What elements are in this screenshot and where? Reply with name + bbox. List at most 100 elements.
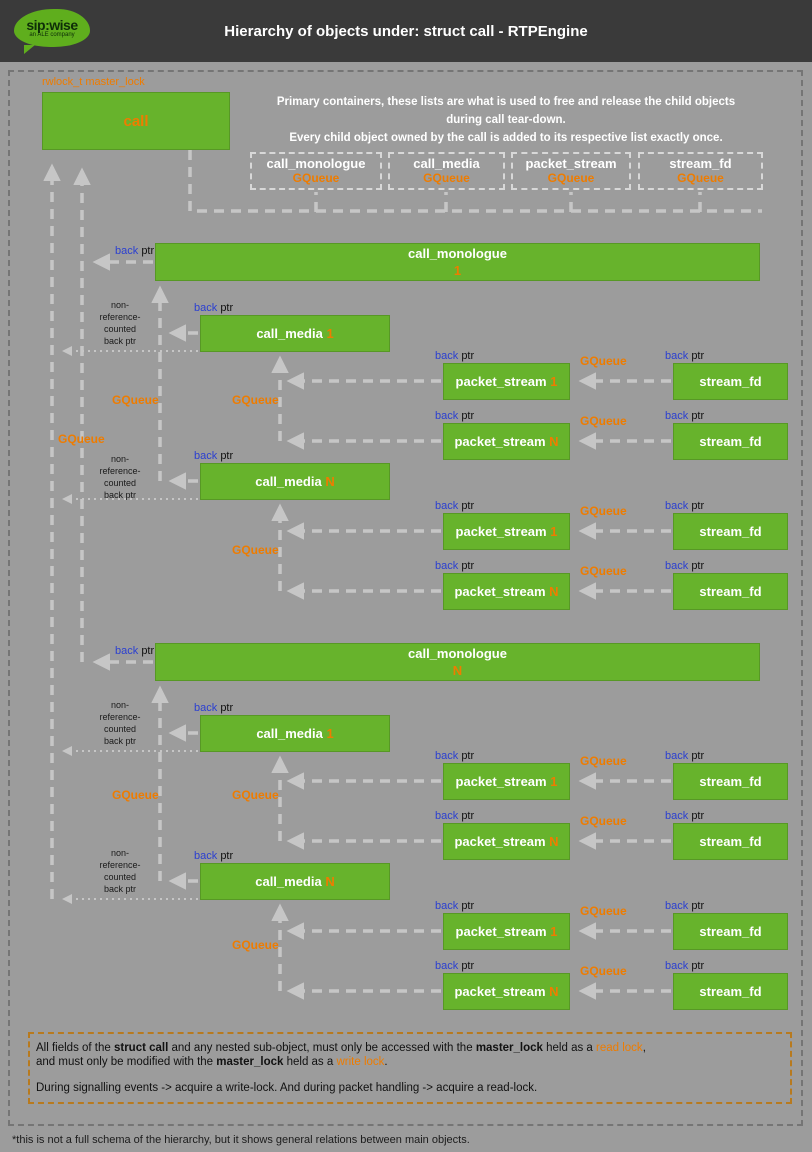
node-name: packet_stream	[454, 584, 546, 599]
gqueue-label: GQueue	[580, 504, 627, 518]
node-name: packet_stream	[455, 374, 547, 389]
container-call-media: call_media GQueue	[388, 152, 505, 190]
node-index: 1	[326, 326, 334, 341]
container-name: stream_fd	[669, 156, 732, 171]
node-index: N	[549, 834, 559, 849]
node-stream-fd: stream_fd	[673, 763, 788, 800]
back-ptr-label: back ptr	[665, 410, 705, 422]
container-name: call_monologue	[266, 156, 366, 171]
gqueue-label: GQueue	[580, 964, 627, 978]
logo-brand-text: sip:wise	[26, 16, 78, 33]
node-packet-stream-n: packet_stream N	[443, 823, 570, 860]
gqueue-label: GQueue	[580, 564, 627, 578]
logo-tagline: an ALE company	[29, 31, 75, 38]
node-index: N	[549, 584, 559, 599]
node-call-media-n: call_media N	[200, 463, 390, 500]
node-name: call_monologue	[408, 246, 507, 261]
node-index: 1	[550, 524, 558, 539]
back-ptr-label: back ptr	[435, 750, 475, 762]
node-packet-stream-1: packet_stream 1	[443, 513, 570, 550]
gqueue-label: GQueue	[580, 414, 627, 428]
node-call-monologue-n: call_monologue N	[155, 643, 760, 681]
gqueue-label: GQueue	[232, 938, 279, 952]
back-ptr-label: back ptr	[665, 750, 705, 762]
node-name: packet_stream	[455, 524, 547, 539]
node-index: 1	[550, 374, 558, 389]
node-index: N	[325, 874, 335, 889]
node-name: packet_stream	[455, 774, 547, 789]
footnote-caption: *this is not a full schema of the hierar…	[12, 1134, 470, 1146]
node-index: N	[325, 474, 335, 489]
logo-bubble-shape: sip:wise an ALE company	[14, 9, 90, 47]
gqueue-label: GQueue	[580, 904, 627, 918]
node-index: 1	[550, 924, 558, 939]
gqueue-label: GQueue	[232, 543, 279, 557]
node-name: call_media	[255, 474, 322, 489]
node-packet-stream-n: packet_stream N	[443, 423, 570, 460]
node-name: packet_stream	[454, 834, 546, 849]
sipwise-logo: sip:wise an ALE company	[14, 7, 98, 57]
container-packet-stream: packet_stream GQueue	[511, 152, 631, 190]
gqueue-label: GQueue	[232, 393, 279, 407]
node-call-media-1: call_media 1	[200, 315, 390, 352]
node-name: packet_stream	[454, 984, 546, 999]
node-name: call_monologue	[408, 646, 507, 661]
back-ptr-label: back ptr	[435, 960, 475, 972]
container-type: GQueue	[423, 171, 470, 185]
node-index: N	[452, 663, 463, 678]
node-call-monologue-1: call_monologue 1	[155, 243, 760, 281]
page-title: Hierarchy of objects under: struct call …	[224, 23, 588, 40]
locking-note-line-1: All fields of the struct call and any ne…	[36, 1042, 646, 1054]
back-ptr-label: back ptr	[115, 245, 155, 257]
node-call-media-1: call_media 1	[200, 715, 390, 752]
node-name: packet_stream	[455, 924, 547, 939]
gqueue-label: GQueue	[580, 814, 627, 828]
container-name: call_media	[413, 156, 480, 171]
intro-line-1: Primary containers, these lists are what…	[276, 96, 736, 108]
back-ptr-label: back ptr	[665, 810, 705, 822]
locking-note: All fields of the struct call and any ne…	[28, 1032, 792, 1104]
back-ptr-label: back ptr	[665, 350, 705, 362]
node-packet-stream-n: packet_stream N	[443, 973, 570, 1010]
back-ptr-label: back ptr	[665, 960, 705, 972]
gqueue-label: GQueue	[580, 754, 627, 768]
node-name: packet_stream	[454, 434, 546, 449]
container-stream-fd: stream_fd GQueue	[638, 152, 763, 190]
back-ptr-label: back ptr	[435, 900, 475, 912]
back-ptr-label: back ptr	[435, 410, 475, 422]
intro-line-3: Every child object owned by the call is …	[289, 132, 723, 144]
node-call-media-n: call_media N	[200, 863, 390, 900]
node-index: 1	[326, 726, 334, 741]
node-stream-fd: stream_fd	[673, 973, 788, 1010]
node-packet-stream-1: packet_stream 1	[443, 913, 570, 950]
node-stream-fd: stream_fd	[673, 913, 788, 950]
container-type: GQueue	[292, 171, 340, 185]
header-bar: sip:wise an ALE company Hierarchy of obj…	[0, 0, 812, 62]
node-stream-fd: stream_fd	[673, 823, 788, 860]
container-type: GQueue	[547, 171, 595, 185]
back-ptr-label: back ptr	[435, 350, 475, 362]
container-type: GQueue	[677, 171, 724, 185]
logo-bubble-tail	[24, 45, 35, 54]
back-ptr-label: back ptr	[194, 302, 234, 314]
locking-note-line-2: and must only be modified with the maste…	[36, 1056, 388, 1068]
back-ptr-label: back ptr	[665, 500, 705, 512]
gqueue-label: GQueue	[232, 788, 279, 802]
node-name: call_media	[255, 874, 322, 889]
back-ptr-label: back ptr	[194, 850, 234, 862]
node-call-label: call	[123, 112, 149, 130]
node-index: N	[549, 434, 559, 449]
node-stream-fd: stream_fd	[673, 513, 788, 550]
node-index: N	[549, 984, 559, 999]
node-index: 1	[453, 263, 462, 278]
node-packet-stream-1: packet_stream 1	[443, 363, 570, 400]
intro-text: Primary containers, these lists are what…	[236, 93, 776, 147]
back-ptr-label: back ptr	[665, 560, 705, 572]
node-packet-stream-n: packet_stream N	[443, 573, 570, 610]
node-call: call	[42, 92, 230, 150]
master-lock-label: rwlock_t master_lock	[42, 76, 145, 88]
back-ptr-label: back ptr	[665, 900, 705, 912]
